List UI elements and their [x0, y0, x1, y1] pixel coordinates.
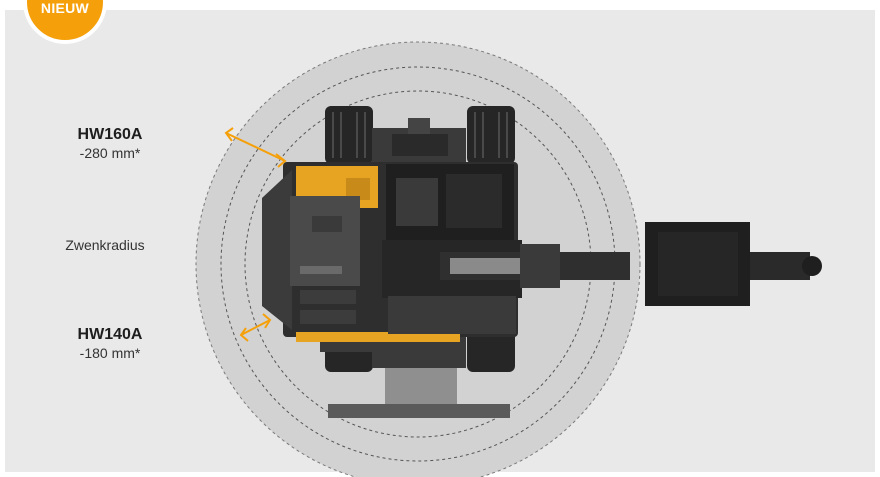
excavator-machine: [262, 106, 822, 418]
hw140a-radius-arrow: [239, 313, 272, 342]
hw160a-radius-reduction: -280 mm*: [79, 145, 141, 161]
hw140a-model-name: HW140A: [77, 326, 143, 343]
hw160a-radius-arrow: [224, 127, 287, 168]
new-badge-label: NIEUW: [40, 0, 90, 16]
hw160a-model-name: HW160A: [77, 126, 143, 143]
hw140a-label: HW140A -180 mm*: [50, 326, 170, 361]
hw160a-label: HW160A -280 mm*: [50, 126, 170, 161]
swing-radius-outer-line: [195, 41, 641, 477]
swing-radius-label: Zwenkradius: [65, 237, 145, 253]
hw140a-radius-reduction: -180 mm*: [79, 345, 141, 361]
